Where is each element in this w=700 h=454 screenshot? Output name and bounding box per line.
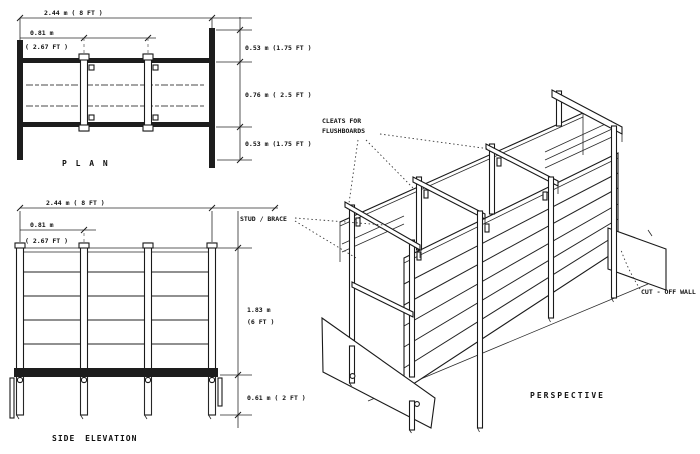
elev-dim-bay-ft: ( 2.67 FT ) xyxy=(25,237,68,245)
frame-station-2 xyxy=(412,176,490,433)
plan-dim-length: 2.44 m ( 8 FT ) xyxy=(16,9,252,42)
post-tips xyxy=(348,345,416,434)
plan-cleat-4 xyxy=(152,114,159,121)
plan-cleat-2 xyxy=(152,64,159,71)
cleat-2f xyxy=(423,189,429,199)
elevation-title: SIDE ELEVATION xyxy=(52,434,137,443)
cutoff-wall-far-board xyxy=(607,227,667,291)
plan-view: 2.44 m ( 8 FT ) 0.81 m ( 2.67 FT ) xyxy=(16,9,312,168)
cleat-1n xyxy=(416,251,422,261)
elev-dim-length: 2.44 m ( 8 FT ) xyxy=(16,199,279,242)
plan-wall-bottom xyxy=(20,122,212,127)
cleat-2n xyxy=(484,223,490,233)
plan-structure xyxy=(17,28,215,168)
bolt-near-board xyxy=(414,401,420,407)
far-wall xyxy=(339,112,613,262)
plan-dim-chain: 0.53 m (1.75 FT ) 0.76 m ( 2.5 FT ) 0.53… xyxy=(216,17,312,164)
plan-cutoff-wall-left xyxy=(17,40,23,160)
plan-dim-bay: 0.81 m ( 2.67 FT ) xyxy=(20,29,156,55)
plan-post-2 xyxy=(142,53,154,132)
annotation-leaders xyxy=(294,133,641,290)
mid-rail-1 xyxy=(351,281,414,318)
stud-near-1 xyxy=(408,239,416,378)
elev-dim-embed: 0.61 m ( 2 FT ) xyxy=(247,394,306,402)
plan-cleat-1 xyxy=(88,64,95,71)
elev-cutoff-plank-left xyxy=(9,377,15,419)
plan-dim-bay-ft: ( 2.67 FT ) xyxy=(25,43,68,51)
label-stud-brace: STUD / BRACE xyxy=(240,215,287,223)
plan-dim-bot: 0.53 m (1.75 FT ) xyxy=(245,140,312,148)
perspective-view: CLEATS FOR FLUSHBOARDS STUD / BRACE CUT … xyxy=(240,89,696,434)
elev-dim-bay-m: 0.81 m xyxy=(30,221,54,229)
bolt-stud-1f xyxy=(349,373,356,379)
plan-dim-bay-m: 0.81 m xyxy=(30,29,54,37)
elev-posts xyxy=(14,242,218,416)
plan-cutoff-wall-right xyxy=(209,28,215,168)
stud-far-4 xyxy=(555,90,563,127)
elev-dim-chain: 1.83 m (6 FT ) 0.61 m ( 2 FT ) xyxy=(218,211,306,428)
frame-station-3 xyxy=(485,143,559,323)
elev-dim-bay: 0.81 m ( 2.67 FT ) xyxy=(20,221,96,245)
cleat-3n xyxy=(542,191,548,201)
stud-near-3 xyxy=(547,176,555,319)
plan-post-1 xyxy=(78,53,90,132)
stud-far-3 xyxy=(488,143,496,215)
plan-title: P L A N xyxy=(62,159,110,168)
elev-ground xyxy=(9,368,223,420)
frame-station-1 xyxy=(344,201,422,378)
stud-near-4 xyxy=(610,125,618,299)
elev-dim-length-text: 2.44 m ( 8 FT ) xyxy=(46,199,105,207)
stud-near-2 xyxy=(476,210,484,429)
elev-dim-height-m: 1.83 m xyxy=(247,306,271,314)
plan-wall-top xyxy=(20,58,212,63)
stud-far-1 xyxy=(348,204,356,341)
frame-station-4 xyxy=(551,89,623,303)
elev-cutoff-plank-right xyxy=(217,377,223,407)
label-cutoff-wall: CUT - OFF WALL xyxy=(641,288,696,296)
stud-far-2 xyxy=(415,176,423,251)
perspective-title: PERSPECTIVE xyxy=(530,391,605,400)
label-cleats-line2: FLUSHBOARDS xyxy=(322,127,365,135)
plan-dim-length-text: 2.44 m ( 8 FT ) xyxy=(44,9,103,17)
elev-dim-height-ft: (6 FT ) xyxy=(247,318,274,326)
label-cleats-line1: CLEATS FOR xyxy=(322,117,361,125)
cleat-1f xyxy=(355,217,361,227)
elev-boards xyxy=(17,247,215,345)
plan-dim-mid: 0.76 m ( 2.5 FT ) xyxy=(245,91,312,99)
plan-cleat-3 xyxy=(88,114,95,121)
cleat-3f xyxy=(496,157,502,167)
plan-dim-top: 0.53 m (1.75 FT ) xyxy=(245,44,312,52)
side-elevation-view: 2.44 m ( 8 FT ) 0.81 m ( 2.67 FT ) xyxy=(9,199,306,443)
